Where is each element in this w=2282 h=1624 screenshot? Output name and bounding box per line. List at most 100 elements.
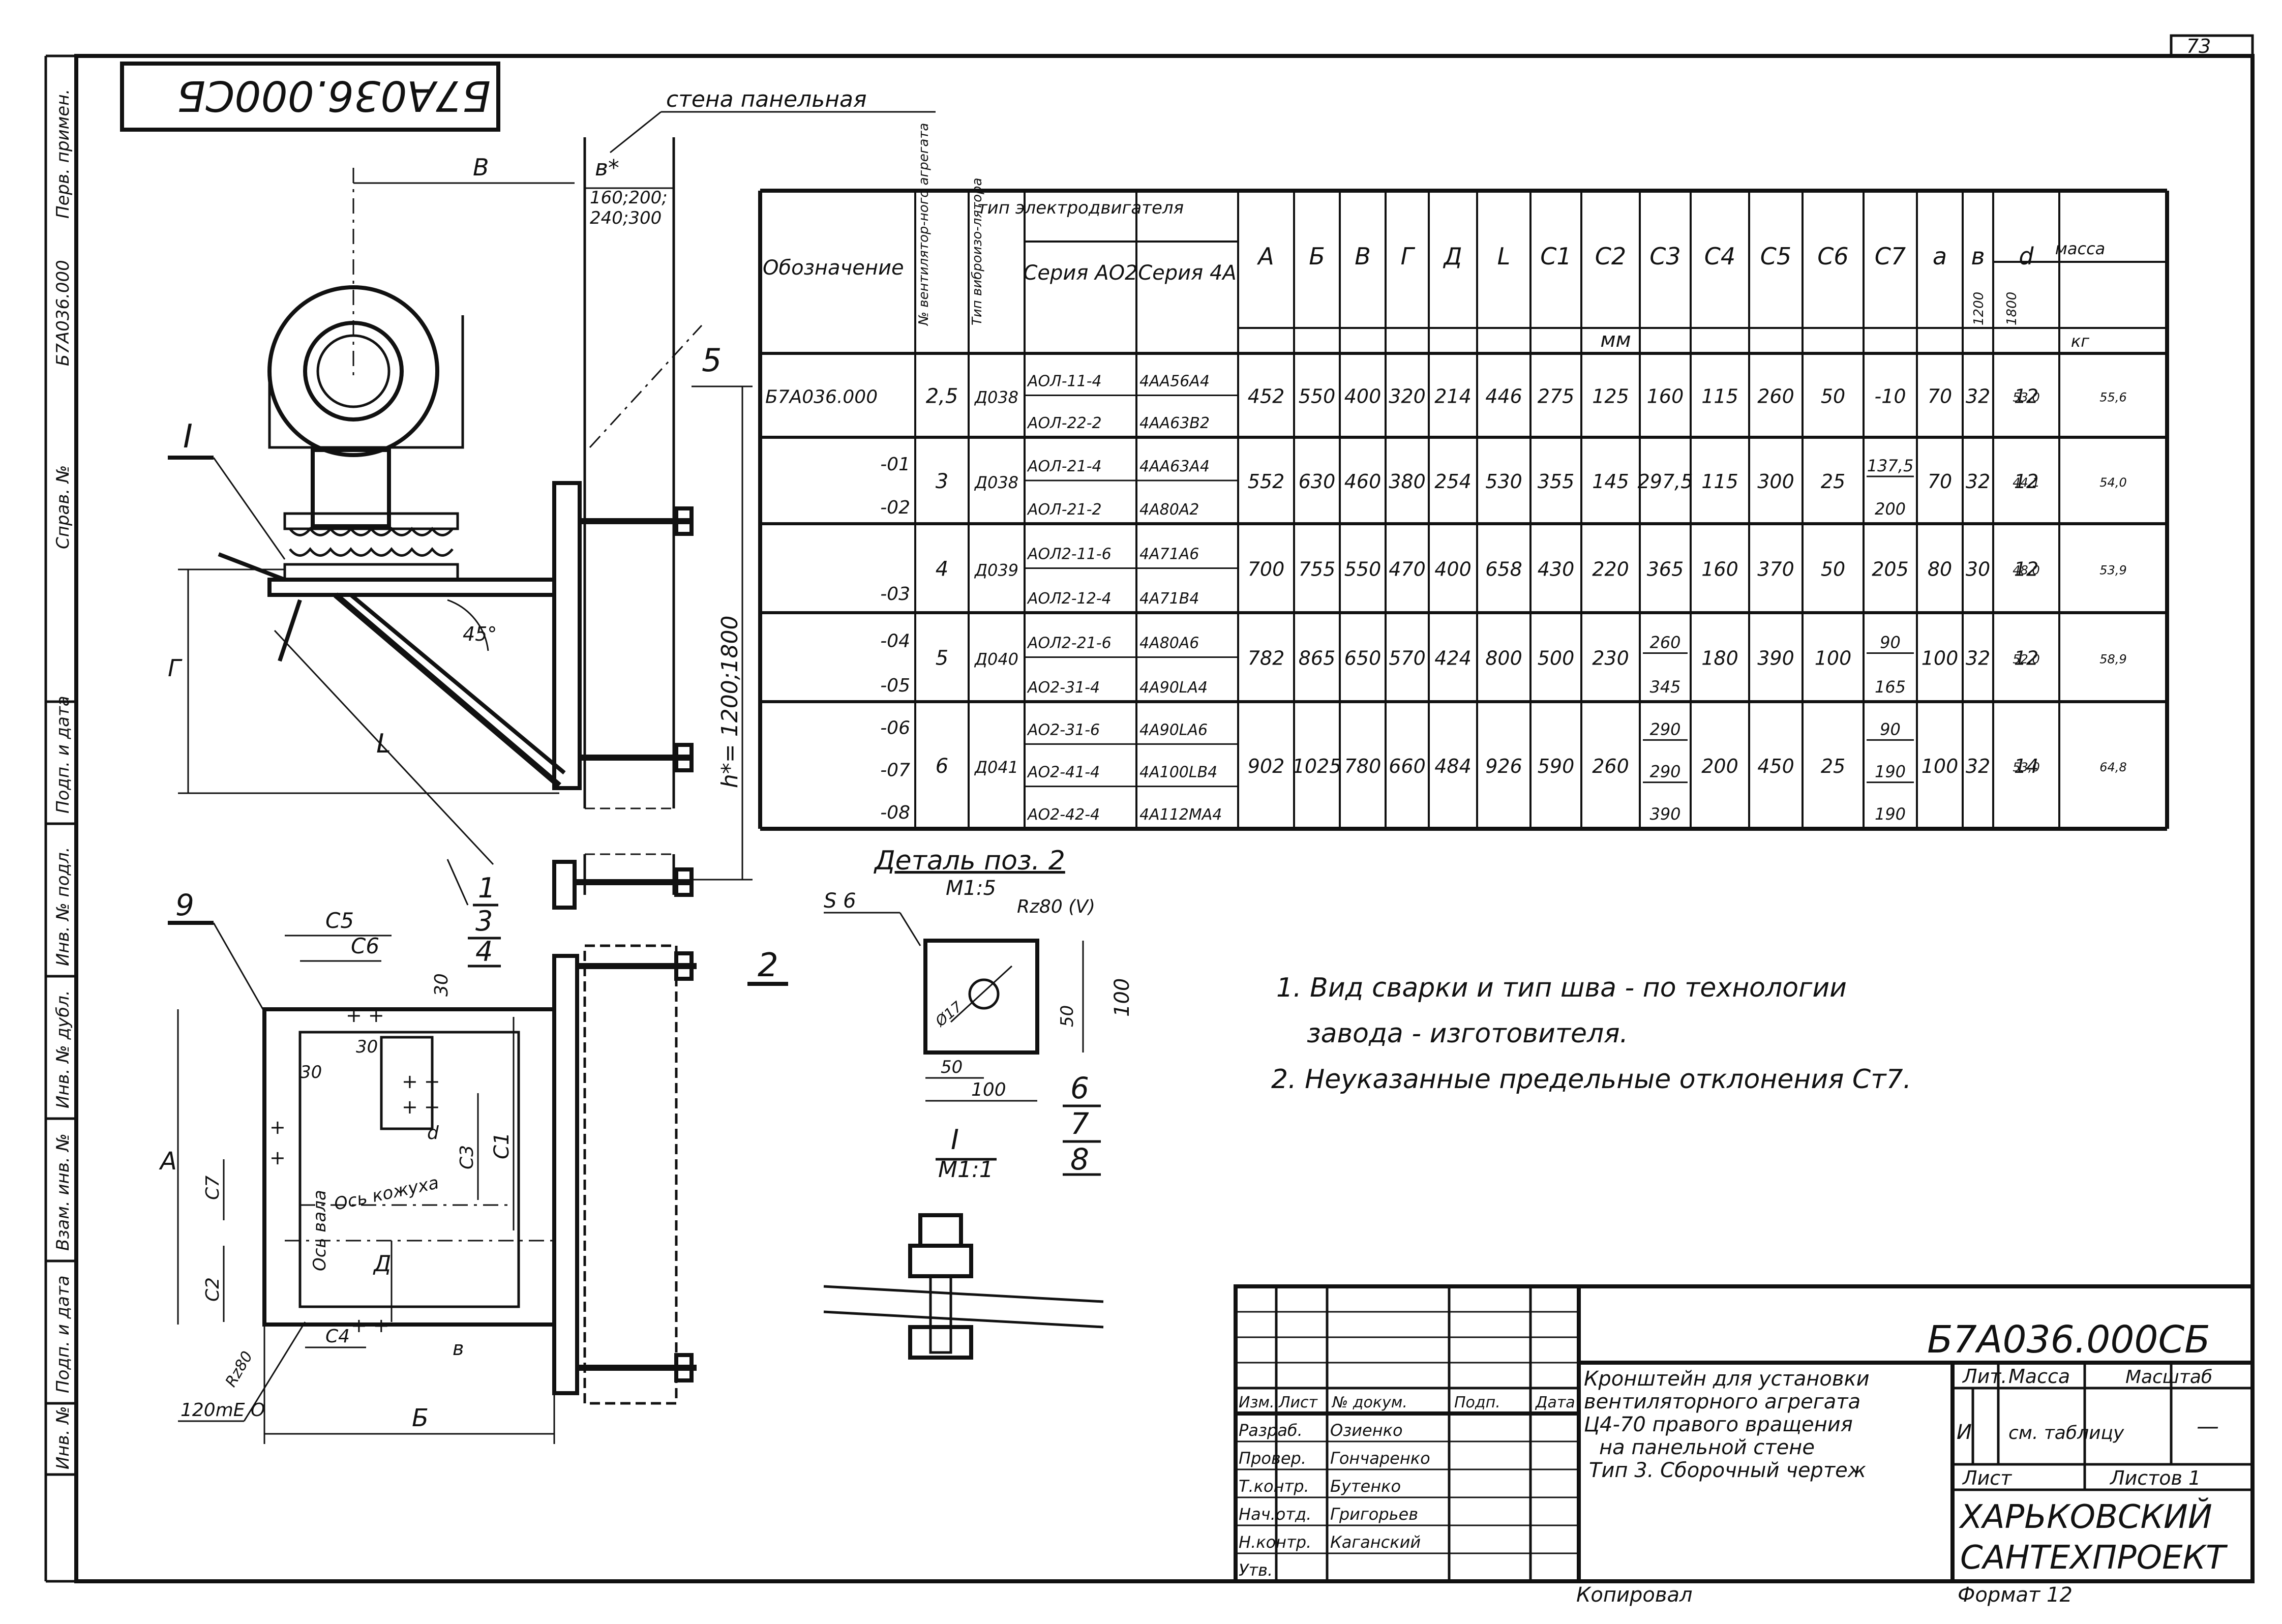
td-val-1-12-0: 137,5 bbox=[1867, 456, 1914, 475]
td-ao2-4-2: АО2-42-4 bbox=[1027, 806, 1100, 824]
strip-inv-dup: Инв. № дубл. bbox=[53, 990, 73, 1108]
th-col-4: Д bbox=[1443, 243, 1462, 270]
td-4a-2-1: 4А71В4 bbox=[1139, 590, 1199, 608]
td-val-2-6: 430 bbox=[1538, 558, 1575, 581]
td-val-0-9: 115 bbox=[1701, 385, 1738, 408]
th-motor-type: тип электродвигателя bbox=[977, 198, 1184, 218]
td-val-0-12: -10 bbox=[1874, 385, 1906, 408]
td-val-0-5: 446 bbox=[1485, 385, 1522, 408]
td-fan-3: 5 bbox=[936, 647, 948, 670]
td-val-0-10: 260 bbox=[1757, 385, 1794, 408]
footer: Копировал Формат 12 bbox=[1576, 1583, 2073, 1607]
td-val-4-1: 1025 bbox=[1293, 755, 1342, 777]
td-val-3-12-0: 90 bbox=[1880, 633, 1901, 652]
tb-title-1: вентиляторного агрегата bbox=[1584, 1390, 1860, 1414]
tb-name-0: Озиенко bbox=[1330, 1421, 1403, 1440]
th-col-13: а bbox=[1933, 243, 1947, 270]
td-val-0-6: 275 bbox=[1538, 385, 1575, 408]
angle-label: 45° bbox=[463, 623, 497, 645]
tb-code: Б7А036.000СБ bbox=[1927, 1318, 2210, 1362]
td-val-2-5: 658 bbox=[1485, 558, 1522, 581]
td-val-0-3: 320 bbox=[1389, 385, 1426, 408]
td-val-2-1: 755 bbox=[1299, 558, 1336, 581]
th-col-9: С4 bbox=[1704, 243, 1735, 270]
note-1: 1. Вид сварки и тип шва - по технологии bbox=[1276, 973, 1847, 1003]
detail-title: Деталь поз. 2 bbox=[874, 846, 1065, 876]
td-val-2-3: 470 bbox=[1389, 558, 1426, 581]
axis-kozh: Ось кожуха bbox=[333, 1172, 441, 1215]
weld-rz: Rz80 bbox=[222, 1348, 257, 1390]
td-4a-3-1: 4А90LА4 bbox=[1139, 679, 1208, 697]
td-val-3-11: 100 bbox=[1815, 647, 1852, 670]
tb-mass-value: см. таблицу bbox=[2008, 1423, 2124, 1443]
td-val-1-8: 297,5 bbox=[1638, 470, 1693, 493]
td-val-0-7: 125 bbox=[1592, 385, 1629, 408]
td-m1200-4: 53,0 bbox=[2013, 760, 2039, 774]
td-ao2-2-1: АОЛ2-12-4 bbox=[1027, 590, 1112, 608]
td-val-1-2: 460 bbox=[1344, 470, 1382, 493]
svg-text:+: + bbox=[269, 1116, 286, 1138]
td-val-4-8-2: 390 bbox=[1649, 804, 1680, 824]
wall-thickness-title: в* bbox=[595, 155, 619, 181]
sheet-frame: 73 bbox=[44, 34, 2255, 1583]
detail-hole: Ø17 bbox=[932, 998, 966, 1030]
th-col-11: С6 bbox=[1817, 243, 1848, 270]
td-m1800-0: 55,6 bbox=[2099, 390, 2126, 405]
strip-first-use: Перв. примен. bbox=[53, 89, 73, 219]
detail-roughness: Rz80 (V) bbox=[1017, 896, 1095, 917]
dim-30a: 30 bbox=[431, 973, 452, 997]
td-val-3-8-0: 260 bbox=[1649, 633, 1680, 652]
td-4a-4-2: 4А112МА4 bbox=[1139, 806, 1222, 824]
td-val-4-13: 100 bbox=[1921, 755, 1959, 777]
td-val-0-2: 400 bbox=[1344, 385, 1382, 408]
svg-text:+: + bbox=[269, 1147, 286, 1169]
tb-title-4: Тип 3. Сборочный чертеж bbox=[1589, 1459, 1866, 1482]
td-m1200-1: 44,1 bbox=[2013, 475, 2039, 490]
td-val-1-9: 115 bbox=[1701, 470, 1738, 493]
td-ao2-3-1: АО2-31-4 bbox=[1027, 679, 1100, 697]
detail-dim-100: 100 bbox=[1110, 978, 1134, 1017]
td-ao2-1-0: АОЛ-21-4 bbox=[1027, 458, 1102, 475]
tb-name-1: Гончаренко bbox=[1330, 1449, 1430, 1468]
svg-text:+ +: + + bbox=[402, 1096, 440, 1118]
tb-role-2: Т.контр. bbox=[1239, 1477, 1309, 1496]
plan-view: + + + + + + + + + + Ось вала Ось кожуха … bbox=[159, 888, 788, 1444]
td-desig-1-1: -02 bbox=[880, 497, 910, 518]
tb-lit-value: И bbox=[1957, 1421, 1972, 1444]
th-series-4a: Серия 4А bbox=[1138, 261, 1237, 285]
td-vib-1: Д038 bbox=[974, 473, 1018, 492]
td-m1200-3: 52,0 bbox=[2013, 652, 2039, 667]
tb-title-3: на панельной стене bbox=[1599, 1436, 1815, 1459]
td-val-4-5: 926 bbox=[1485, 755, 1522, 777]
td-4a-0-1: 4АА63В2 bbox=[1139, 414, 1210, 432]
tb-role-0: Разраб. bbox=[1239, 1421, 1303, 1440]
td-val-0-13: 70 bbox=[1928, 385, 1952, 408]
footer-format: Формат 12 bbox=[1958, 1583, 2073, 1607]
td-val-4-12-1: 190 bbox=[1875, 762, 1906, 781]
th-col-3: Г bbox=[1401, 243, 1416, 270]
td-val-3-6: 500 bbox=[1538, 647, 1575, 670]
note-1b: завода - изготовителя. bbox=[1307, 1018, 1628, 1049]
dim-g: Г bbox=[168, 654, 183, 682]
td-ao2-1-1: АОЛ-21-2 bbox=[1027, 501, 1102, 519]
th-mass-1200: 1200 bbox=[1971, 292, 1987, 325]
th-col-14: в bbox=[1971, 243, 1985, 270]
tb-title-0: Кронштейн для установки bbox=[1584, 1367, 1870, 1391]
tb-head-sign: Подп. bbox=[1454, 1394, 1500, 1411]
td-val-3-15: 12 bbox=[2014, 647, 2038, 670]
td-val-4-14: 32 bbox=[1966, 755, 1990, 777]
td-vib-0: Д038 bbox=[974, 388, 1018, 407]
th-designation: Обозначение bbox=[763, 256, 904, 280]
td-desig-0-0: Б7А036.000 bbox=[765, 387, 878, 408]
strip-sign-date-2: Подп. и дата bbox=[53, 1275, 73, 1393]
td-val-1-10: 300 bbox=[1757, 470, 1794, 493]
dim-a: А bbox=[159, 1147, 177, 1176]
tb-head-list: Лист bbox=[1278, 1394, 1318, 1411]
callout-2: 2 bbox=[758, 947, 778, 984]
td-desig-4-1: -07 bbox=[880, 760, 910, 781]
td-val-1-6: 355 bbox=[1538, 470, 1575, 493]
td-val-2-12: 205 bbox=[1872, 558, 1909, 581]
th-unit-mm: мм bbox=[1600, 328, 1631, 352]
td-4a-0-0: 4АА56А4 bbox=[1139, 373, 1210, 390]
th-mass: масса bbox=[2055, 239, 2106, 258]
